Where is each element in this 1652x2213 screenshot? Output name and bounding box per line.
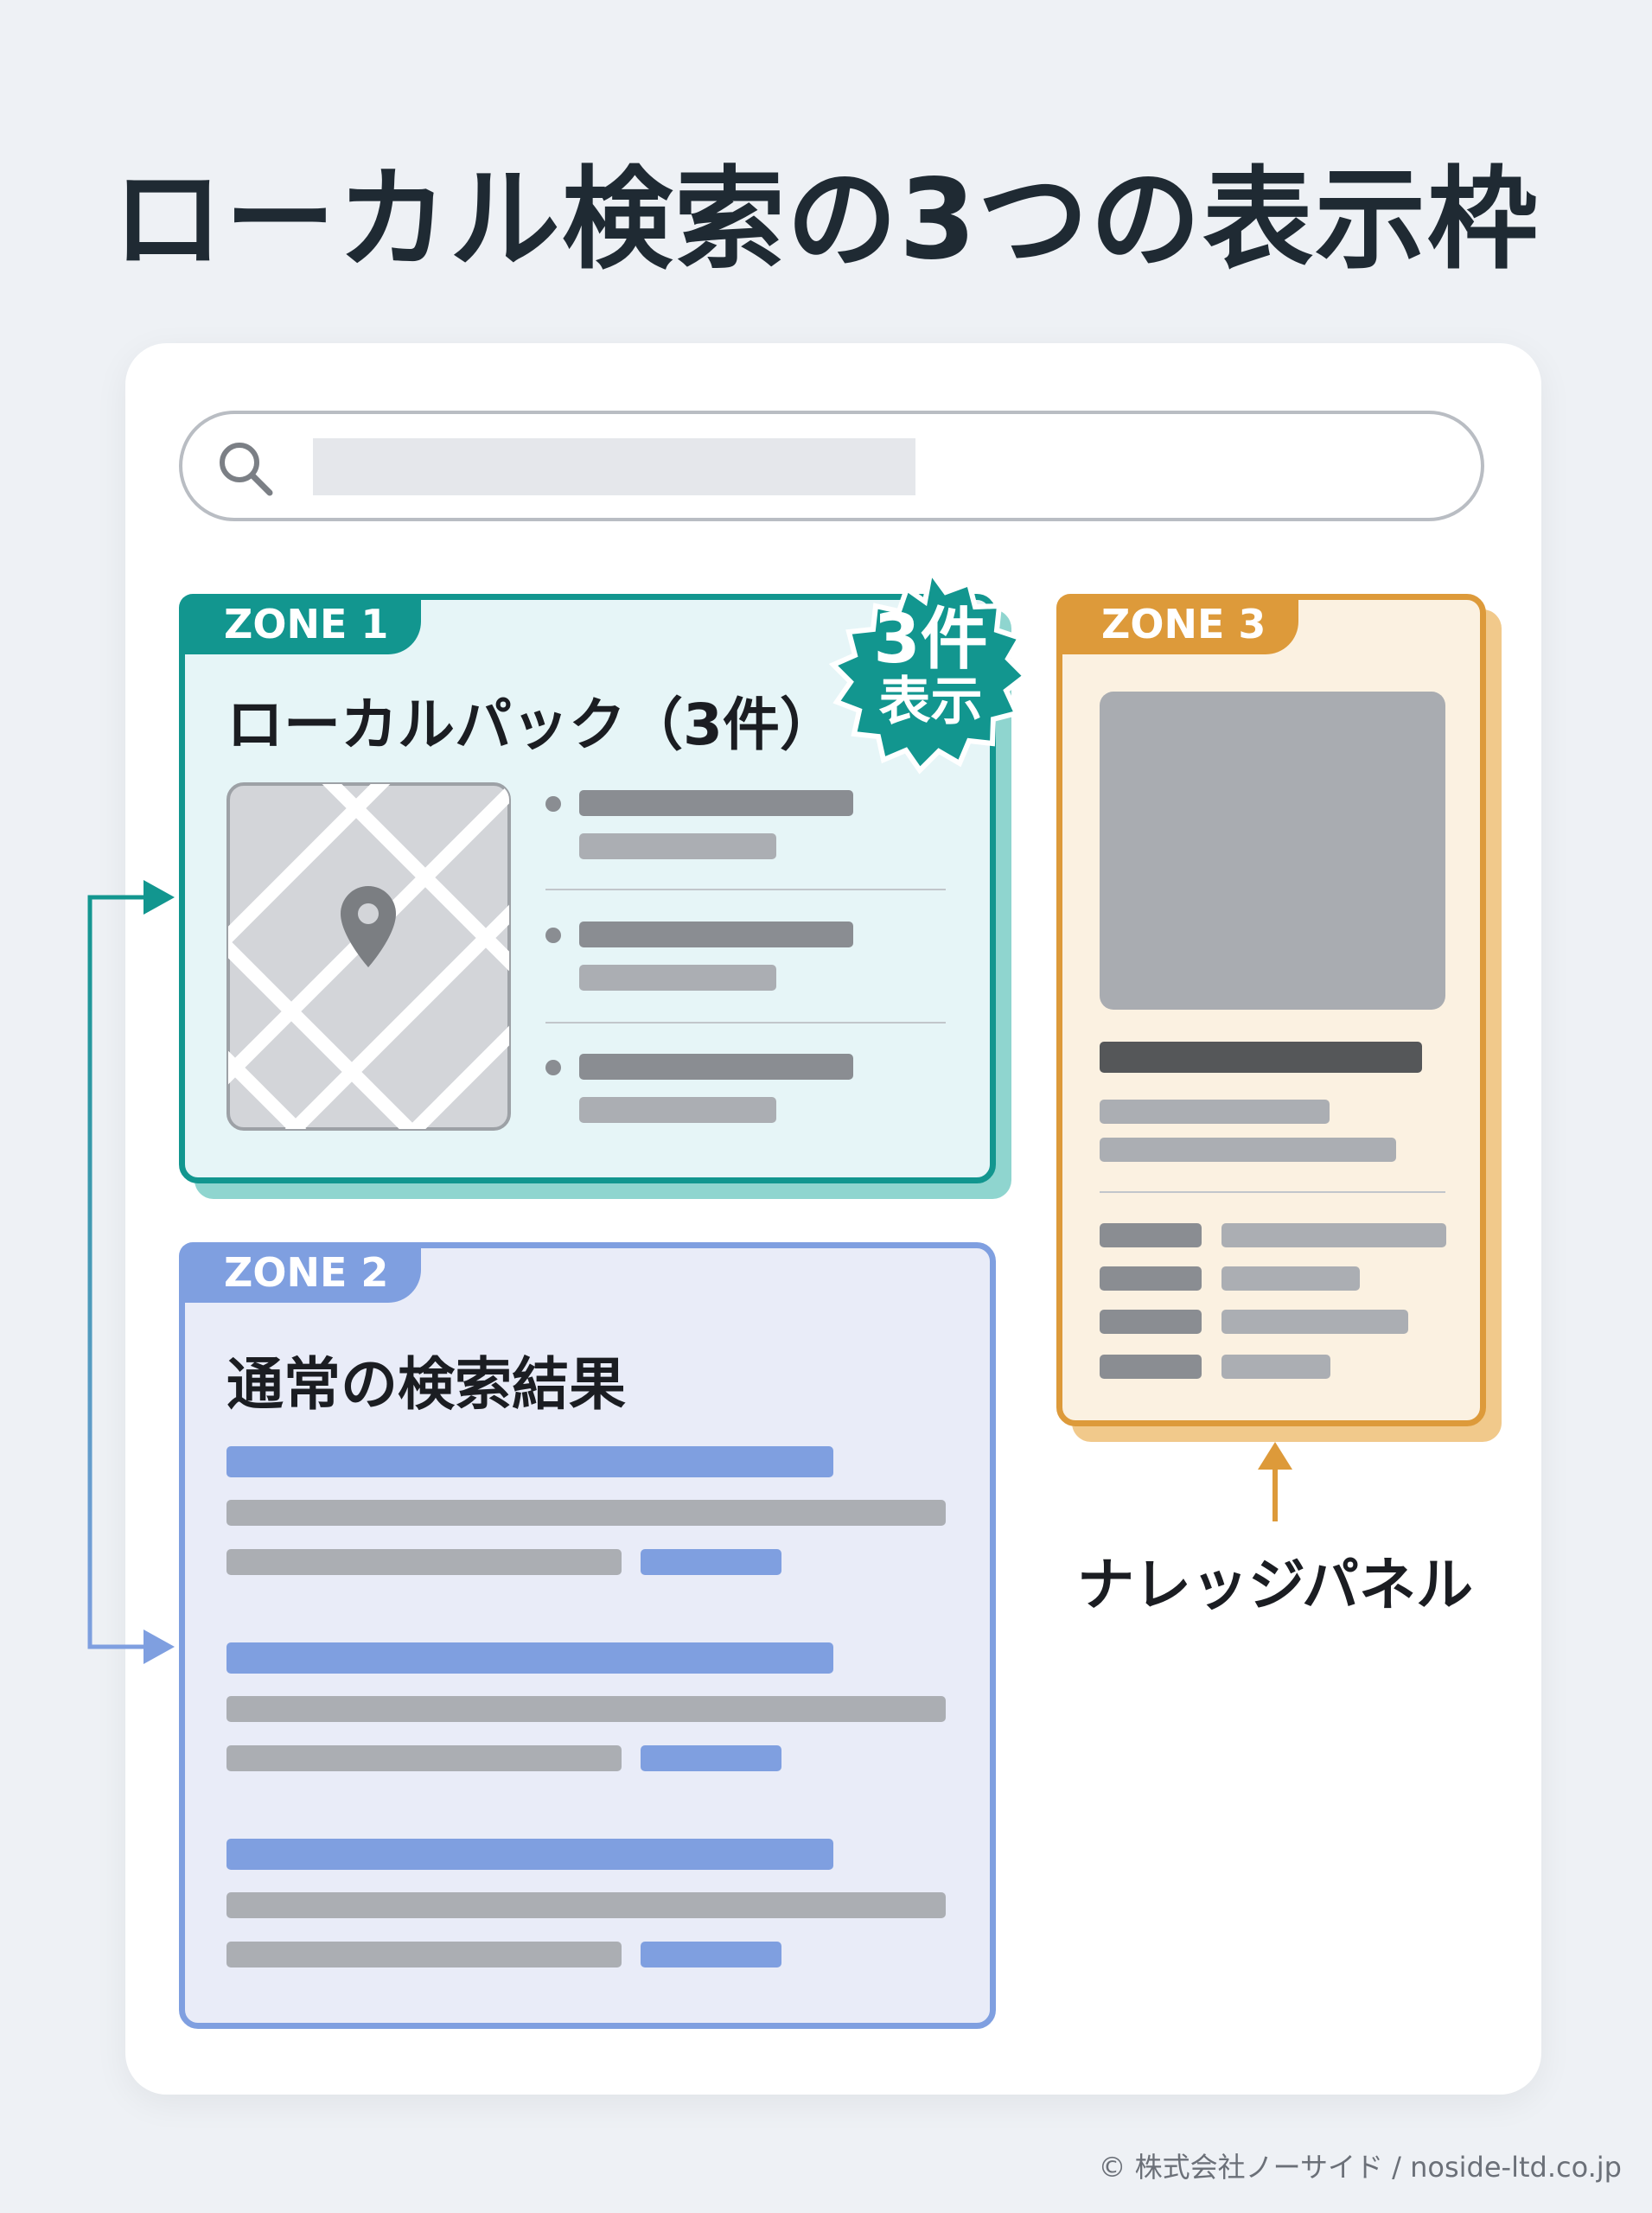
zone3-tab: ZONE 3 [1056, 594, 1298, 654]
page-title: ローカル検索の3つの表示枠 [112, 156, 1540, 284]
knowledge-panel-image[interactable] [1100, 692, 1445, 1010]
knowledge-panel-label: ナレッジパネル [1076, 1552, 1474, 1618]
badge-count: 3件 [873, 601, 988, 679]
copyright-footer: © 株式会社ノーサイド / noside-ltd.co.jp [1098, 2151, 1622, 2184]
search-icon[interactable] [216, 439, 277, 500]
search-query-placeholder[interactable] [313, 438, 915, 495]
map-pin-icon [341, 886, 396, 967]
map-thumbnail[interactable] [226, 782, 511, 1131]
badge-label: 表示 [878, 672, 983, 732]
organic-results-heading: 通常の検索結果 [226, 1351, 626, 1418]
knowledge-panel-title-bar [1100, 1042, 1422, 1073]
knowledge-panel-arrow [1258, 1442, 1292, 1521]
three-results-badge [828, 566, 1030, 775]
local-pack-heading: ローカルパック（3件） [226, 692, 837, 758]
zone2-tab: ZONE 2 [179, 1242, 421, 1303]
zone1-tab: ZONE 1 [179, 594, 421, 654]
zone-connector-arrows [87, 880, 175, 1664]
